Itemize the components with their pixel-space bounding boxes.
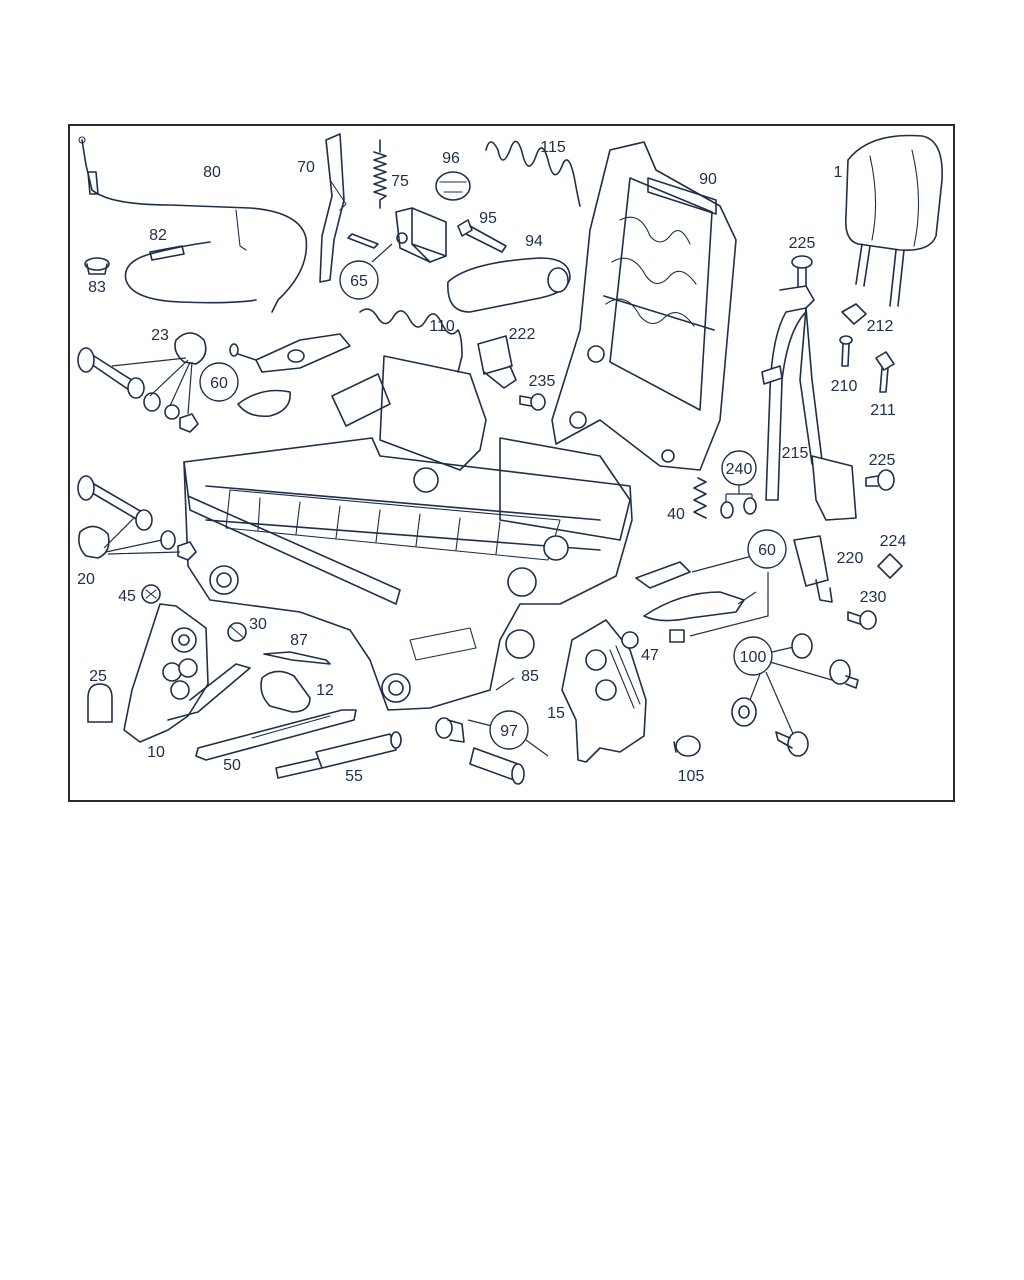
part-220-buckle <box>793 535 833 603</box>
label-87: 87 <box>290 632 308 649</box>
part-225-screw-top <box>791 255 813 291</box>
label-97: 97 <box>500 723 518 740</box>
label-80: 80 <box>203 164 221 181</box>
label-15: 15 <box>547 705 565 722</box>
label-224: 224 <box>880 533 907 550</box>
part-65-block <box>339 207 447 300</box>
part-15-bracket <box>561 619 647 763</box>
part-20-bolt-set <box>77 475 197 561</box>
part-95-bolt <box>457 219 507 253</box>
part-45-washer <box>141 584 161 604</box>
part-75-spring <box>373 139 387 209</box>
part-70-lever <box>319 133 347 283</box>
label-95: 95 <box>479 210 497 227</box>
label-96: 96 <box>442 150 460 167</box>
part-225-screw-bottom <box>865 469 895 491</box>
label-50: 50 <box>223 757 241 774</box>
label-94: 94 <box>525 233 543 250</box>
label-211: 211 <box>870 402 896 419</box>
label-210: 210 <box>831 378 858 395</box>
label-105: 105 <box>678 768 705 785</box>
label-90: 90 <box>699 171 717 188</box>
part-23-bolt-set <box>77 332 207 433</box>
part-55-gas-strut <box>275 731 402 779</box>
label-40: 40 <box>667 506 685 523</box>
part-1-headrest <box>844 134 943 307</box>
label-225-bottom: 225 <box>869 452 896 469</box>
part-94-armrest <box>447 257 571 313</box>
seat-cushion-frame <box>183 355 633 711</box>
label-12: 12 <box>316 682 334 699</box>
label-45: 45 <box>118 588 136 605</box>
part-105-pin <box>673 735 701 757</box>
part-100-bolts <box>731 633 859 757</box>
label-215: 215 <box>782 445 809 462</box>
label-30: 30 <box>249 616 267 633</box>
label-82: 82 <box>149 227 167 244</box>
label-83: 83 <box>88 279 106 296</box>
part-60-trim-right <box>635 529 787 643</box>
label-220: 220 <box>837 550 864 567</box>
part-90-backrest-frame <box>551 141 737 471</box>
part-40-spring <box>693 477 707 519</box>
part-110-spring <box>359 308 463 373</box>
part-82-cable <box>124 241 257 304</box>
part-211-pin <box>875 351 895 393</box>
label-110: 110 <box>429 318 455 335</box>
part-50-rod <box>195 709 357 761</box>
label-100: 100 <box>740 649 767 666</box>
label-85: 85 <box>521 668 539 685</box>
label-75: 75 <box>391 173 409 190</box>
part-10-hinge <box>123 603 251 743</box>
part-80-cable <box>78 136 308 313</box>
part-83-grommet <box>84 257 110 275</box>
part-240-washers <box>720 450 757 519</box>
part-30-clip <box>227 622 247 642</box>
label-47: 47 <box>641 647 659 664</box>
part-25-cap <box>87 683 113 723</box>
label-25: 25 <box>89 668 107 685</box>
part-96-cap <box>435 171 471 201</box>
part-97-pin-set <box>435 710 549 785</box>
part-12-plate <box>260 670 311 713</box>
label-10: 10 <box>147 744 165 761</box>
label-115: 115 <box>540 139 566 156</box>
label-235: 235 <box>529 373 556 390</box>
label-230: 230 <box>860 589 887 606</box>
part-235-screw <box>519 393 546 411</box>
label-55: 55 <box>345 768 363 785</box>
label-212: 212 <box>867 318 894 335</box>
part-224-square <box>877 553 903 579</box>
part-115-spring <box>485 140 581 207</box>
label-23: 23 <box>151 327 169 344</box>
part-47-washer <box>621 631 639 649</box>
label-222: 222 <box>509 326 536 343</box>
part-85-lead <box>495 677 515 691</box>
part-labels: 80 70 75 96 115 90 1 82 83 95 94 65 225 … <box>77 139 906 785</box>
label-60-left: 60 <box>210 375 228 392</box>
part-87-clip <box>263 651 331 665</box>
part-212-clip <box>841 303 867 325</box>
label-70: 70 <box>297 159 315 176</box>
part-230-screw <box>847 610 877 630</box>
label-60-right: 60 <box>758 542 776 559</box>
label-225-top: 225 <box>789 235 816 252</box>
part-210-pin <box>839 335 853 367</box>
part-215-seat-belt <box>761 285 857 521</box>
label-20: 20 <box>77 571 95 588</box>
label-1: 1 <box>834 164 843 181</box>
label-240: 240 <box>726 461 753 478</box>
part-222-buckle <box>477 335 517 389</box>
label-65: 65 <box>350 273 368 290</box>
part-60-trim-left <box>199 333 351 418</box>
